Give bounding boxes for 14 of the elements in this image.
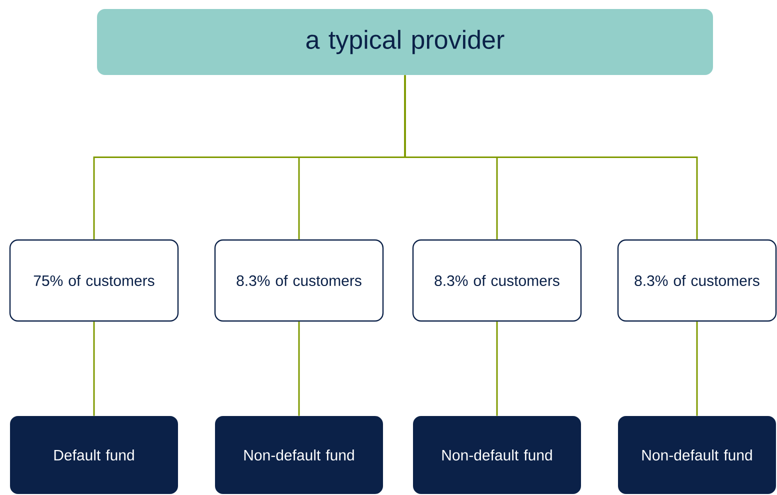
fund-box: Non-default fund [215,416,383,494]
customer-share-box: 8.3% of customers [214,239,384,322]
fund-box: Non-default fund [413,416,581,494]
connector-line [93,322,95,416]
customer-share-box: 8.3% of customers [617,239,777,322]
customer-share-box: 75% of customers [9,239,179,322]
fund-box: Default fund [10,416,178,494]
connector-line [298,322,300,416]
connector-line [696,322,698,416]
connector-line [496,322,498,416]
connector-line [404,75,698,240]
provider-box: a typical provider [97,9,713,75]
customer-share-box: 8.3% of customers [412,239,582,322]
fund-box: Non-default fund [618,416,776,494]
